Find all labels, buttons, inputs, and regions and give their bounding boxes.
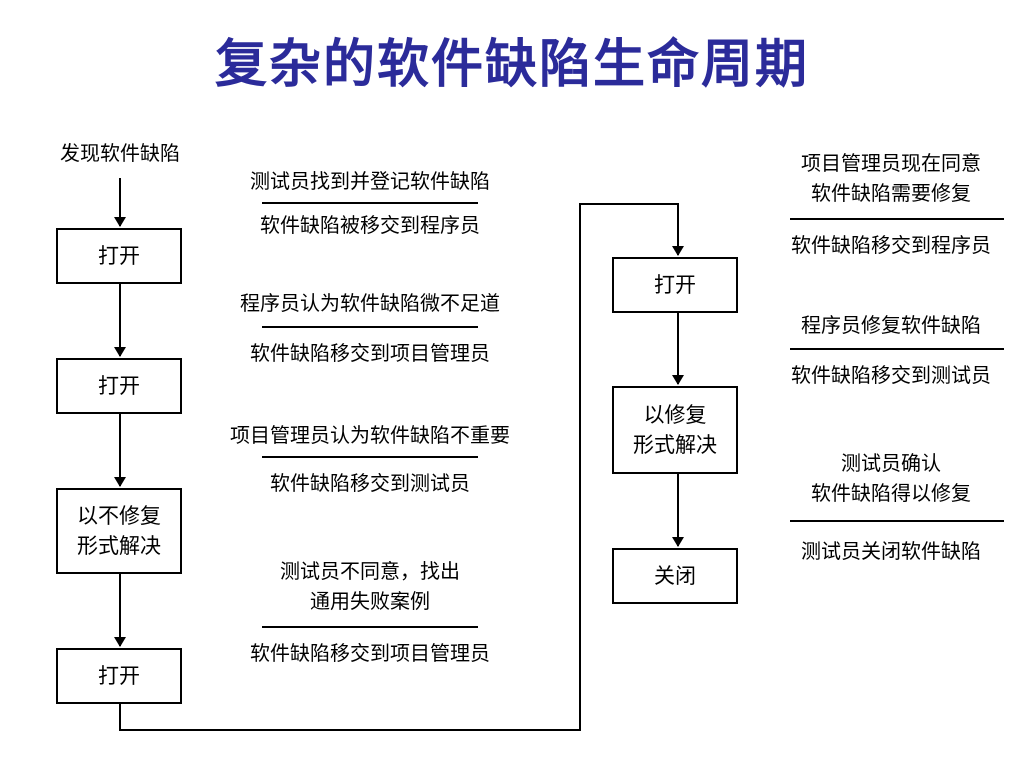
state-box-open-right: 打开 [612,257,738,313]
transition-divider-3 [262,456,478,458]
transition-note-1-bottom: 软件缺陷被移交到程序员 [260,213,480,237]
right-note-2-bottom: 软件缺陷移交到测试员 [791,363,991,387]
right-divider-2 [790,348,1004,350]
state-box-open-2: 打开 [56,358,182,414]
right-note-3-bottom: 测试员关闭软件缺陷 [801,539,981,563]
right-divider-1 [790,218,1004,220]
transition-note-3-bottom: 软件缺陷移交到测试员 [270,471,470,495]
transition-note-4-top: 测试员不同意，找出 通用失败案例 [280,559,460,613]
right-note-2-top: 程序员修复软件缺陷 [801,313,981,337]
transition-note-2-bottom: 软件缺陷移交到项目管理员 [250,341,490,365]
state-box-fixed: 以修复 形式解决 [612,386,738,474]
transition-divider-4 [262,626,478,628]
state-box-closed: 关闭 [612,548,738,604]
state-box-deferred: 以不修复 形式解决 [56,488,182,574]
connector-left-to-right [119,203,684,731]
transition-divider-2 [262,326,478,328]
right-note-1-bottom: 软件缺陷移交到程序员 [791,233,991,257]
transition-note-3-top: 项目管理员认为软件缺陷不重要 [230,423,510,447]
transition-note-1-top: 测试员找到并登记软件缺陷 [250,169,490,193]
right-note-3-top: 测试员确认 软件缺陷得以修复 [811,451,971,505]
page-title: 复杂的软件缺陷生命周期 [214,35,809,95]
state-box-open-3: 打开 [56,648,182,704]
transition-note-2-top: 程序员认为软件缺陷微不足道 [240,291,500,315]
start-label: 发现软件缺陷 [60,141,180,165]
right-note-1-top: 项目管理员现在同意 软件缺陷需要修复 [801,151,981,205]
transition-divider-1 [262,202,478,204]
transition-note-4-bottom: 软件缺陷移交到项目管理员 [250,641,490,665]
state-box-open-1: 打开 [56,228,182,284]
right-divider-3 [790,520,1004,522]
